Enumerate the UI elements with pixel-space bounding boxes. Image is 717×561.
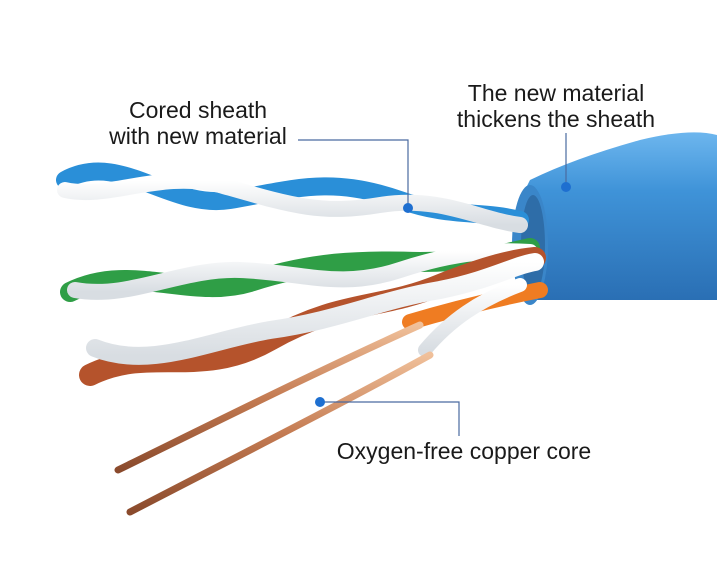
thickens-marker <box>561 182 571 192</box>
copper-annotation-text: Oxygen-free copper core <box>336 438 592 464</box>
sheath-annotation-line1: Cored sheath <box>128 97 268 123</box>
outer-jacket <box>512 132 717 305</box>
thickens-annotation-line2: thickens the sheath <box>456 106 656 132</box>
orange-pair <box>402 278 548 357</box>
sheath-leader <box>298 139 409 207</box>
copper-conductors <box>114 321 434 516</box>
brown-pair <box>79 247 546 386</box>
sheath-marker <box>403 203 413 213</box>
copper-annotation: Oxygen-free copper core <box>314 438 614 464</box>
leader-lines <box>298 133 567 436</box>
copper-marker <box>315 397 325 407</box>
sheath-annotation-line2: with new material <box>109 123 287 149</box>
green-pair <box>60 238 540 302</box>
thickens-annotation: The new material thickens the sheath <box>440 80 672 132</box>
sheath-annotation: Cored sheath with new material <box>98 97 298 149</box>
copper-leader <box>320 401 460 436</box>
thickens-annotation-line1: The new material <box>467 80 645 106</box>
blue-pair <box>56 162 529 233</box>
